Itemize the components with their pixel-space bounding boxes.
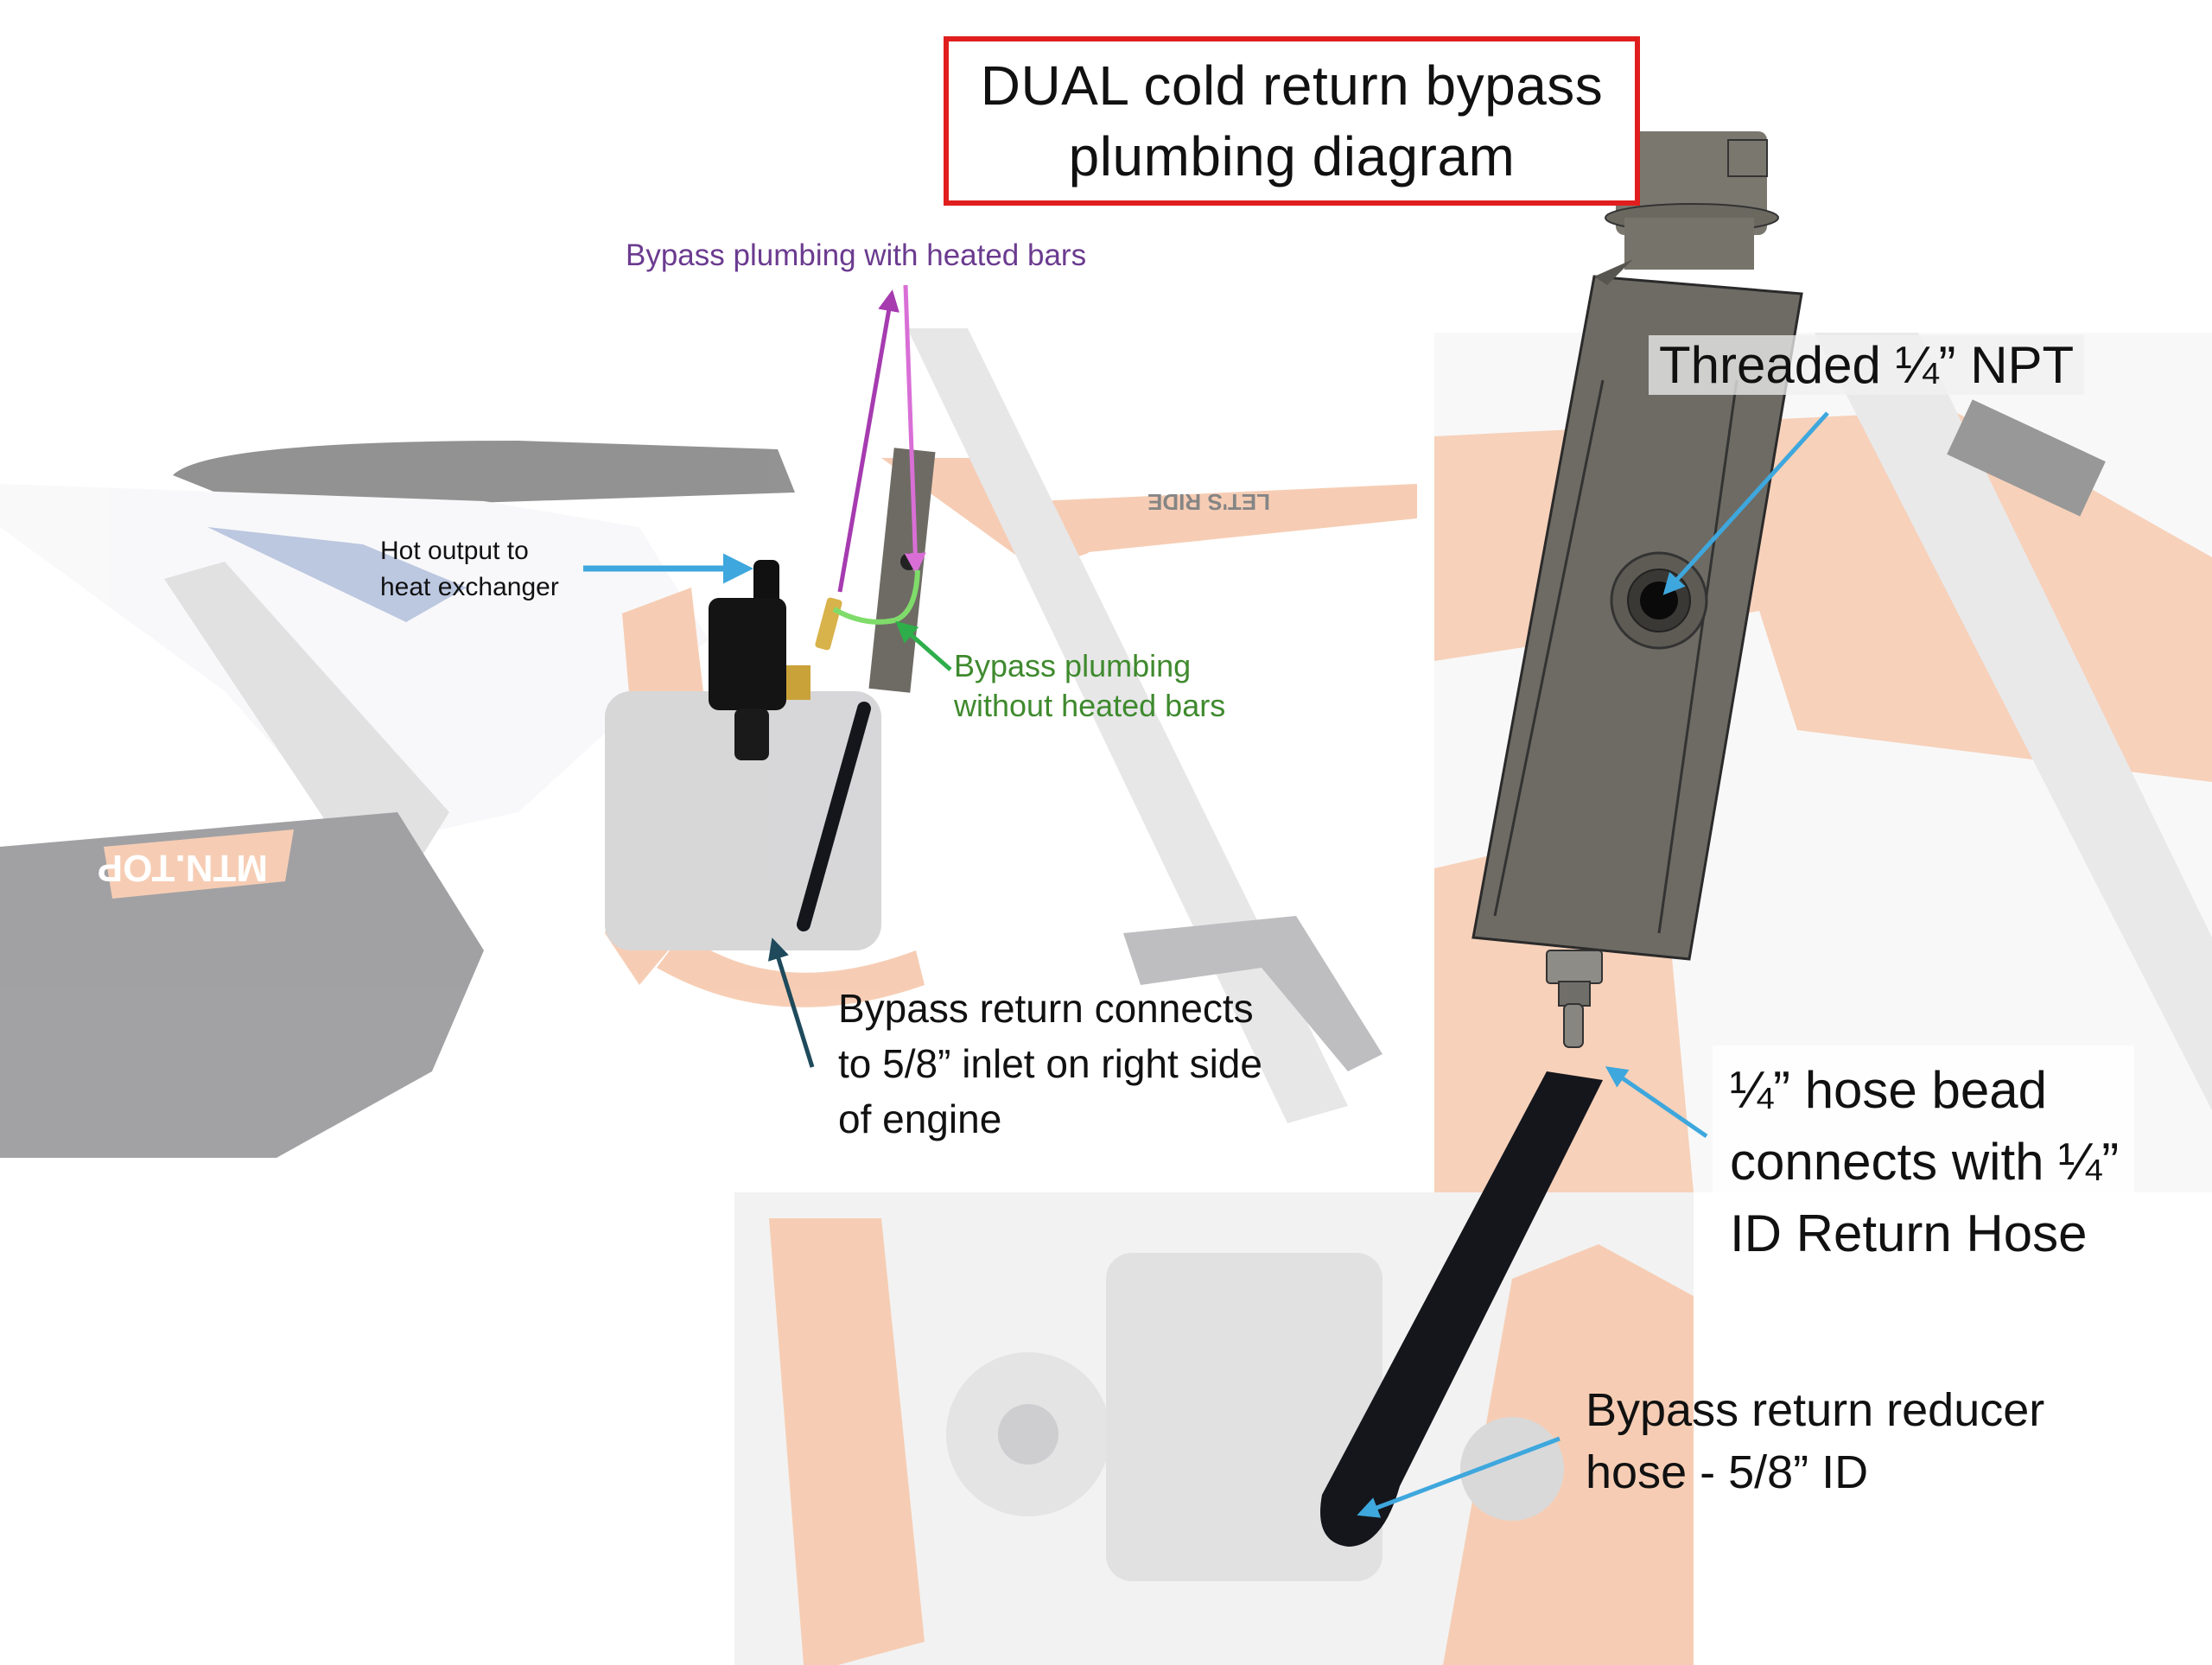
hose-bead-fitting [1546,950,1603,1048]
label-hose-bead: ¼” hose bead connects with ¼” ID Return … [1713,1045,2135,1269]
label-heated-bars: Bypass plumbing with heated bars [626,238,1087,272]
ski [1123,916,1382,1071]
snowbike-overview-photo: MTN.TOP LET'S RIDE [0,328,1417,1158]
label-without-heated-bars: Bypass plumbing without heated bars [954,648,1226,723]
title-line-2: plumbing diagram [1068,125,1516,187]
title-line-1: DUAL cold return bypass [980,54,1604,117]
reservoir-body [1471,259,1803,961]
rear-fender [0,484,709,847]
bypass-valve [709,560,842,760]
return-hose [1320,1071,1603,1547]
arrow-heated-bars-down [903,284,926,575]
track-frame [0,812,484,1158]
return-hose-small [797,702,871,931]
track-brand-decal: MTN.TOP [98,847,268,889]
arrow-hose-bead [1605,1066,1708,1139]
diagram-title: DUAL cold return bypass plumbing diagram [981,50,1604,192]
label-reducer-hose: Bypass return reducer hose - 5/8” ID [1586,1384,2045,1498]
label-return-connects: Bypass return connects to 5/8” inlet on … [838,986,1262,1141]
exhaust [164,562,449,881]
reservoir-cap [1605,131,1779,270]
label-threaded-npt: Threaded ¼” NPT [1649,335,2085,395]
arrow-reducer-hose [1357,1436,1560,1518]
arrow-heated-bars-up [837,289,899,593]
arrow-without-heated-bars [895,620,952,671]
green-bypass-line [832,569,920,625]
arrow-threaded-npt [1662,411,1829,595]
diagram-title-box: DUAL cold return bypass plumbing diagram [944,36,1640,206]
label-hot-output: Hot output to heat exchanger [380,537,559,601]
seat [173,441,795,510]
arrow-return-connects [767,937,815,1068]
engine-closeup-photo [734,1192,1694,1665]
fender-decal: LET'S RIDE [1147,489,1270,515]
